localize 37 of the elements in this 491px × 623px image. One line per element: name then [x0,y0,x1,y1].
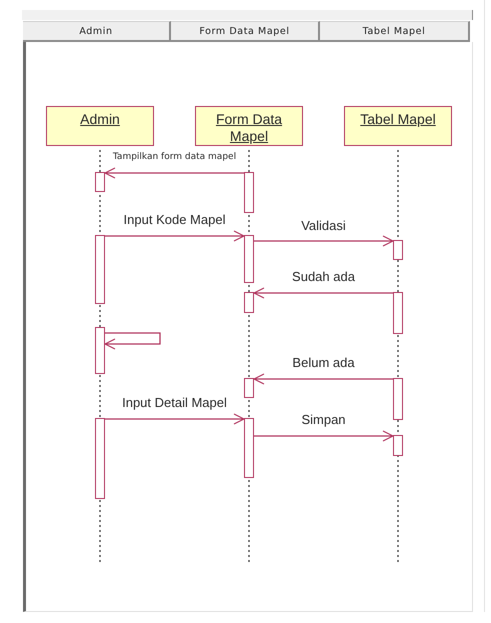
message-arrow [253,373,393,385]
message-label: Belum ada [291,355,356,370]
message-label: Validasi [300,218,347,233]
message-arrow [254,235,394,247]
message-arrow [105,413,245,425]
message-arrow [104,167,244,179]
activation-bar [393,292,403,334]
activation-bar [244,378,254,398]
object-name: Tabel Mapel [360,111,436,128]
message-arrow [254,430,394,442]
object-name: Form Data Mapel [214,111,284,145]
activation-bar [393,435,403,456]
message-label: Input Detail Mapel [121,395,228,410]
object-box [46,106,154,146]
column-header: Admin [23,21,171,42]
message-arrow [105,230,245,242]
object-box [344,106,452,146]
activation-bar [95,172,105,192]
self-message-arrow [104,332,161,350]
activation-bar [244,292,254,313]
column-header: Tabel Mapel [320,21,470,42]
object-name: Admin [80,111,120,128]
activation-bar [393,240,403,260]
activation-bar [393,378,403,420]
message-arrow [253,287,393,299]
activation-bar [244,418,254,478]
message-label: Sudah ada [291,269,356,284]
message-label: Simpan [300,412,347,427]
message-label: Input Kode Mapel [122,212,226,227]
activation-bar [95,327,105,374]
activation-bar [95,235,105,304]
activation-bar [244,235,254,283]
message-label: Tampilkan form data mapel [112,152,238,163]
activation-bar [244,172,254,213]
column-header: Form Data Mapel [171,21,320,42]
object-box [195,106,303,146]
activation-bar [95,418,105,499]
